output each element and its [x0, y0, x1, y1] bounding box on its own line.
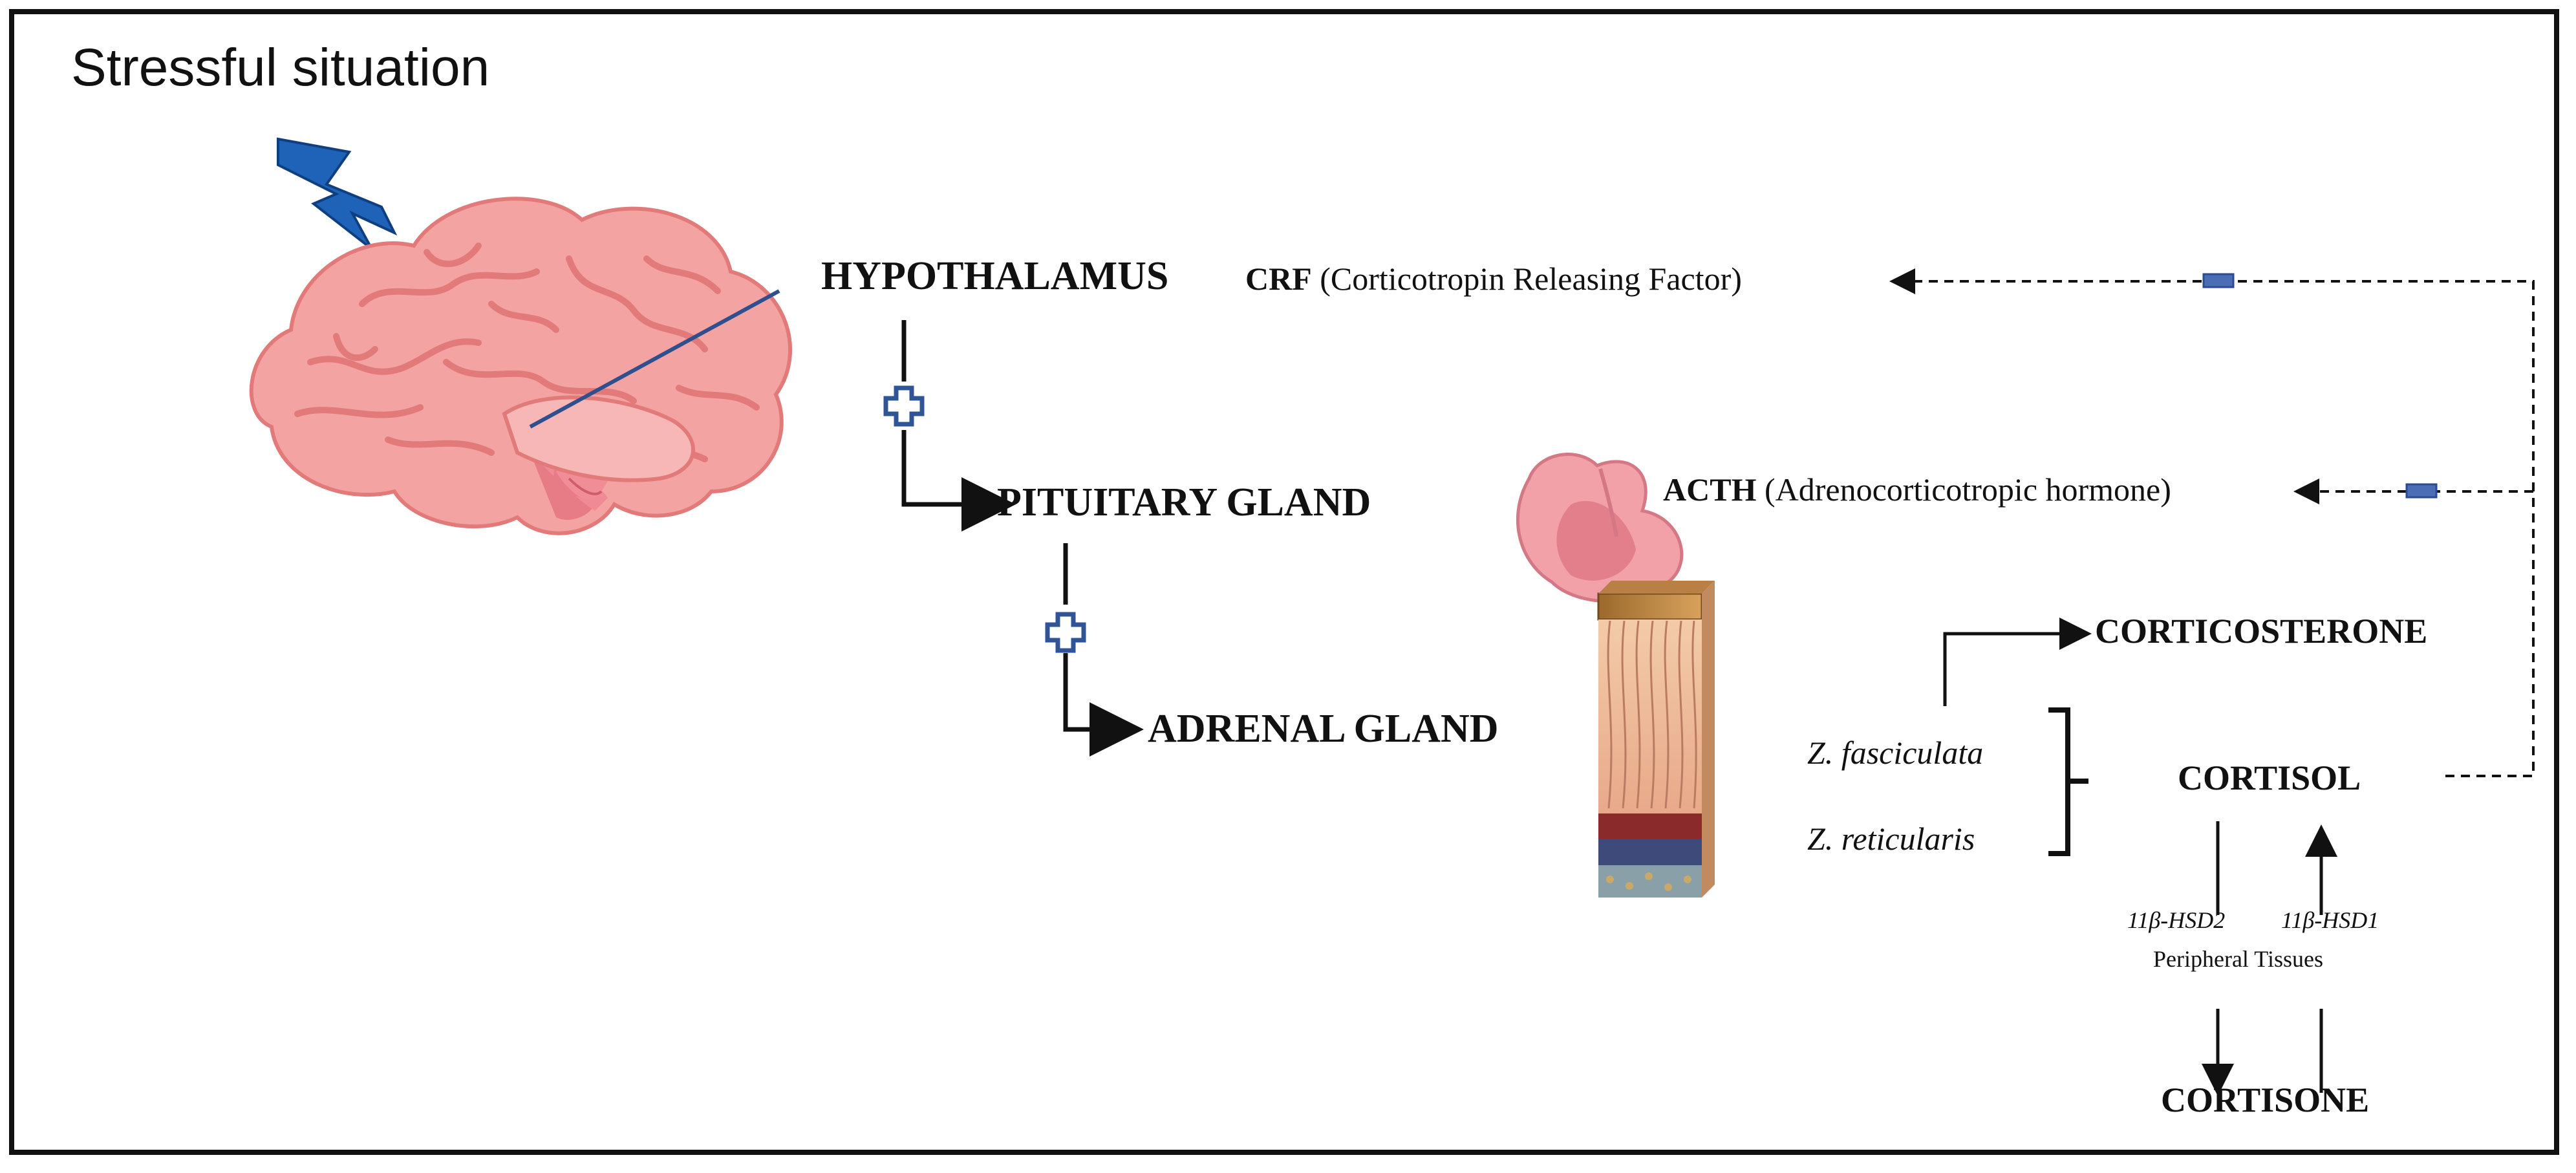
- acth-full: (Adrenocorticotropic hormone): [1764, 471, 2171, 508]
- minus-icon: [2202, 273, 2235, 288]
- crf-label: CRF (Corticotropin Releasing Factor): [1245, 260, 1742, 297]
- zones-bracket: [2048, 707, 2088, 856]
- cortisone-label: CORTISONE: [2161, 1081, 2370, 1119]
- pituitary-to-adrenal-arrow: [1063, 543, 1144, 757]
- hypothalamus-label: HYPOTHALAMUS: [821, 254, 1169, 298]
- acth-abbr: ACTH: [1663, 471, 1757, 508]
- plus-icon: [883, 385, 925, 427]
- corticosterone-arrow: [1943, 618, 2092, 706]
- diagram-frame: [9, 9, 2559, 1155]
- enzyme-hsd2-label: 11β-HSD2: [2127, 907, 2226, 933]
- peripheral-tissues-label: Peripheral Tissues: [2153, 946, 2324, 972]
- negative-feedback-lines: [1889, 268, 2535, 777]
- acth-label: ACTH (Adrenocorticotropic hormone): [1663, 471, 2171, 508]
- hypothalamus-pointer: [529, 289, 780, 429]
- crf-abbr: CRF: [1245, 261, 1312, 297]
- enzyme-hsd1-label: 11β-HSD1: [2281, 907, 2379, 933]
- minus-icon: [2405, 483, 2438, 499]
- adrenal-label: ADRENAL GLAND: [1148, 707, 1499, 751]
- brain-icon: [249, 197, 793, 535]
- cortisol-cortisone-conversion: [2202, 821, 2337, 1096]
- cortisol-label: CORTISOL: [2178, 759, 2361, 797]
- pituitary-label: PITUITARY GLAND: [997, 480, 1371, 524]
- lightning-icon: [277, 137, 398, 250]
- plus-icon: [1045, 612, 1086, 653]
- zona-reticularis-label: Z. reticularis: [1807, 821, 1975, 857]
- diagram-title: Stressful situation: [71, 38, 490, 97]
- corticosterone-label: CORTICOSTERONE: [2095, 612, 2428, 651]
- pituitary-icon: [1516, 453, 1684, 603]
- adrenal-tissue-icon: [1597, 581, 1715, 898]
- zona-fasciculata-label: Z. fasciculata: [1807, 735, 1984, 771]
- hypothalamus-to-pituitary-arrow: [901, 320, 1016, 532]
- crf-full: (Corticotropin Releasing Factor): [1320, 261, 1742, 297]
